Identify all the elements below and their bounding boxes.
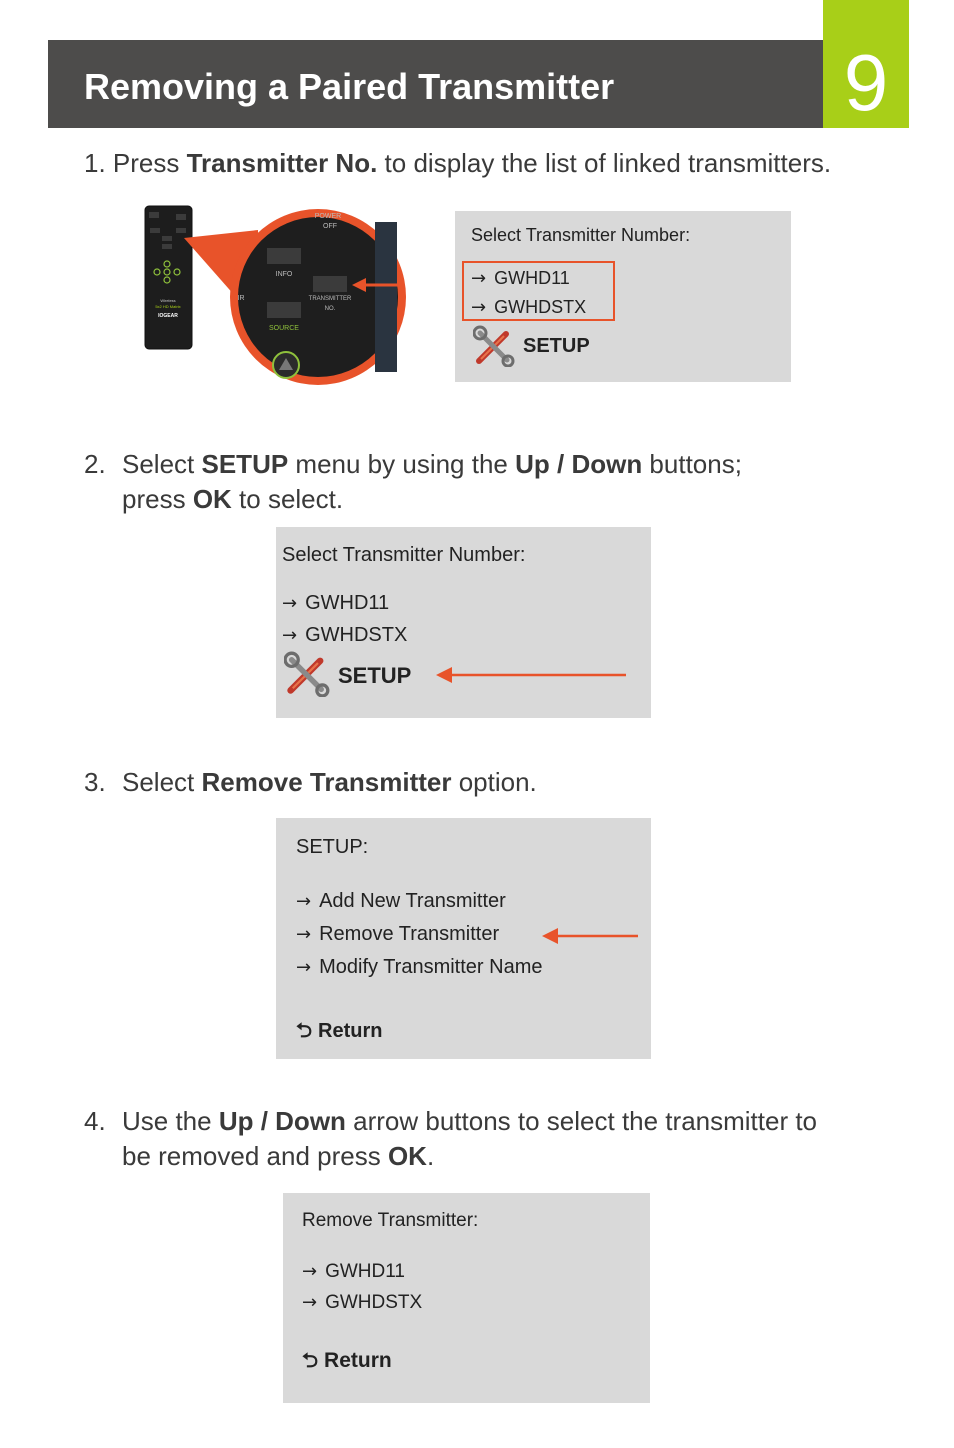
remote-source-label: SOURCE bbox=[269, 325, 299, 332]
step-3: 3. Select Remove Transmitter option. bbox=[84, 765, 904, 801]
arrow-right-icon: → bbox=[302, 1292, 318, 1313]
step-1-screen-panel: Select Transmitter Number: →GWHD11 →GWHD… bbox=[455, 211, 791, 382]
arrow-right-icon: → bbox=[296, 924, 312, 945]
setup-menu-item[interactable]: SETUP bbox=[523, 335, 590, 357]
step-4-number: 4. bbox=[84, 1106, 106, 1136]
step-3-number: 3. bbox=[84, 767, 106, 797]
return-icon: ⮌ bbox=[302, 1348, 319, 1372]
page-title: Removing a Paired Transmitter bbox=[84, 66, 615, 107]
remote-brand-line1: Wireless bbox=[160, 298, 175, 303]
step-4-screen-panel: Remove Transmitter: →GWHD11 →GWHDSTX ⮌Re… bbox=[283, 1193, 650, 1403]
step-4: 4. Use the Up / Down arrow buttons to se… bbox=[84, 1104, 924, 1176]
step-1-number: 1. bbox=[84, 148, 106, 178]
remote-illustration: Wireless 5x2 HD Matrix IOGEAR POWER OFF … bbox=[144, 205, 406, 385]
menu-item-add-new-transmitter[interactable]: →Add New Transmitter bbox=[296, 890, 506, 912]
remote-no-label: NO. bbox=[325, 306, 336, 312]
step-1: 1. Press Transmitter No. to display the … bbox=[84, 146, 831, 181]
step-4-text-line2: be removed and press OK. bbox=[122, 1141, 435, 1171]
list-item[interactable]: →GWHD11 bbox=[282, 592, 390, 614]
arrow-right-icon: → bbox=[296, 957, 312, 978]
setup-menu-item[interactable]: SETUP bbox=[338, 663, 412, 688]
arrow-right-icon: → bbox=[471, 297, 487, 318]
remote-brand-logo: IOGEAR bbox=[158, 313, 178, 319]
return-button[interactable]: ⮌Return bbox=[296, 1018, 383, 1042]
list-item[interactable]: →GWHDSTX bbox=[471, 297, 587, 318]
step-3-screen-panel: SETUP: →Add New Transmitter →Remove Tran… bbox=[276, 818, 651, 1059]
step-3-panel-title: SETUP: bbox=[296, 836, 369, 858]
list-item[interactable]: →GWHD11 bbox=[471, 268, 570, 289]
remote-brand-line2: 5x2 HD Matrix bbox=[155, 304, 180, 309]
pointer-arrow bbox=[542, 928, 638, 944]
step-1-panel-title: Select Transmitter Number: bbox=[471, 225, 691, 245]
step-2-screen-panel: Select Transmitter Number: →GWHD11 →GWHD… bbox=[276, 527, 651, 718]
arrow-right-icon: → bbox=[282, 625, 298, 646]
list-item[interactable]: →GWHDSTX bbox=[282, 624, 408, 646]
return-icon: ⮌ bbox=[296, 1018, 313, 1042]
remote-off-label: OFF bbox=[323, 223, 337, 230]
step-2-number: 2. bbox=[84, 449, 106, 479]
header-bar: Removing a Paired Transmitter bbox=[48, 40, 823, 128]
step-4-panel-title: Remove Transmitter: bbox=[302, 1210, 479, 1231]
step-2: 2. Select SETUP menu by using the Up / D… bbox=[84, 447, 904, 519]
menu-item-remove-transmitter[interactable]: →Remove Transmitter bbox=[296, 923, 500, 945]
step-3-text: Select Remove Transmitter option. bbox=[122, 767, 537, 797]
arrow-right-icon: → bbox=[302, 1261, 318, 1282]
tools-icon bbox=[473, 325, 515, 367]
step-1-text-post: to display the list of linked transmitte… bbox=[377, 148, 832, 178]
arrow-right-icon: → bbox=[471, 268, 487, 289]
arrow-right-icon: → bbox=[296, 891, 312, 912]
step-1-bold: Transmitter No. bbox=[186, 148, 378, 178]
remote-info-label: INFO bbox=[276, 271, 293, 278]
step-2-panel-title: Select Transmitter Number: bbox=[282, 544, 526, 566]
remote-ir-label: IR bbox=[238, 295, 245, 302]
return-button[interactable]: ⮌Return bbox=[302, 1348, 392, 1372]
remote-power-label: POWER bbox=[315, 213, 341, 220]
step-1-text-pre: Press bbox=[112, 148, 187, 178]
highlight-box bbox=[462, 261, 615, 321]
step-2-text-line2: press OK to select. bbox=[122, 484, 344, 514]
step-2-text-line1: Select SETUP menu by using the Up / Down… bbox=[122, 449, 742, 479]
page-number: 9 bbox=[843, 38, 889, 127]
tools-icon bbox=[284, 651, 330, 697]
list-item[interactable]: →GWHD11 bbox=[302, 1261, 405, 1282]
remote-transmitter-label: TRANSMITTER bbox=[309, 296, 352, 302]
pointer-arrow bbox=[436, 667, 626, 683]
list-item[interactable]: →GWHDSTX bbox=[302, 1292, 423, 1313]
arrow-right-icon: → bbox=[282, 593, 298, 614]
page-number-tab: 9 bbox=[823, 0, 909, 128]
menu-item-modify-transmitter-name[interactable]: →Modify Transmitter Name bbox=[296, 956, 543, 978]
step-4-text-line1: Use the Up / Down arrow buttons to selec… bbox=[122, 1106, 818, 1136]
